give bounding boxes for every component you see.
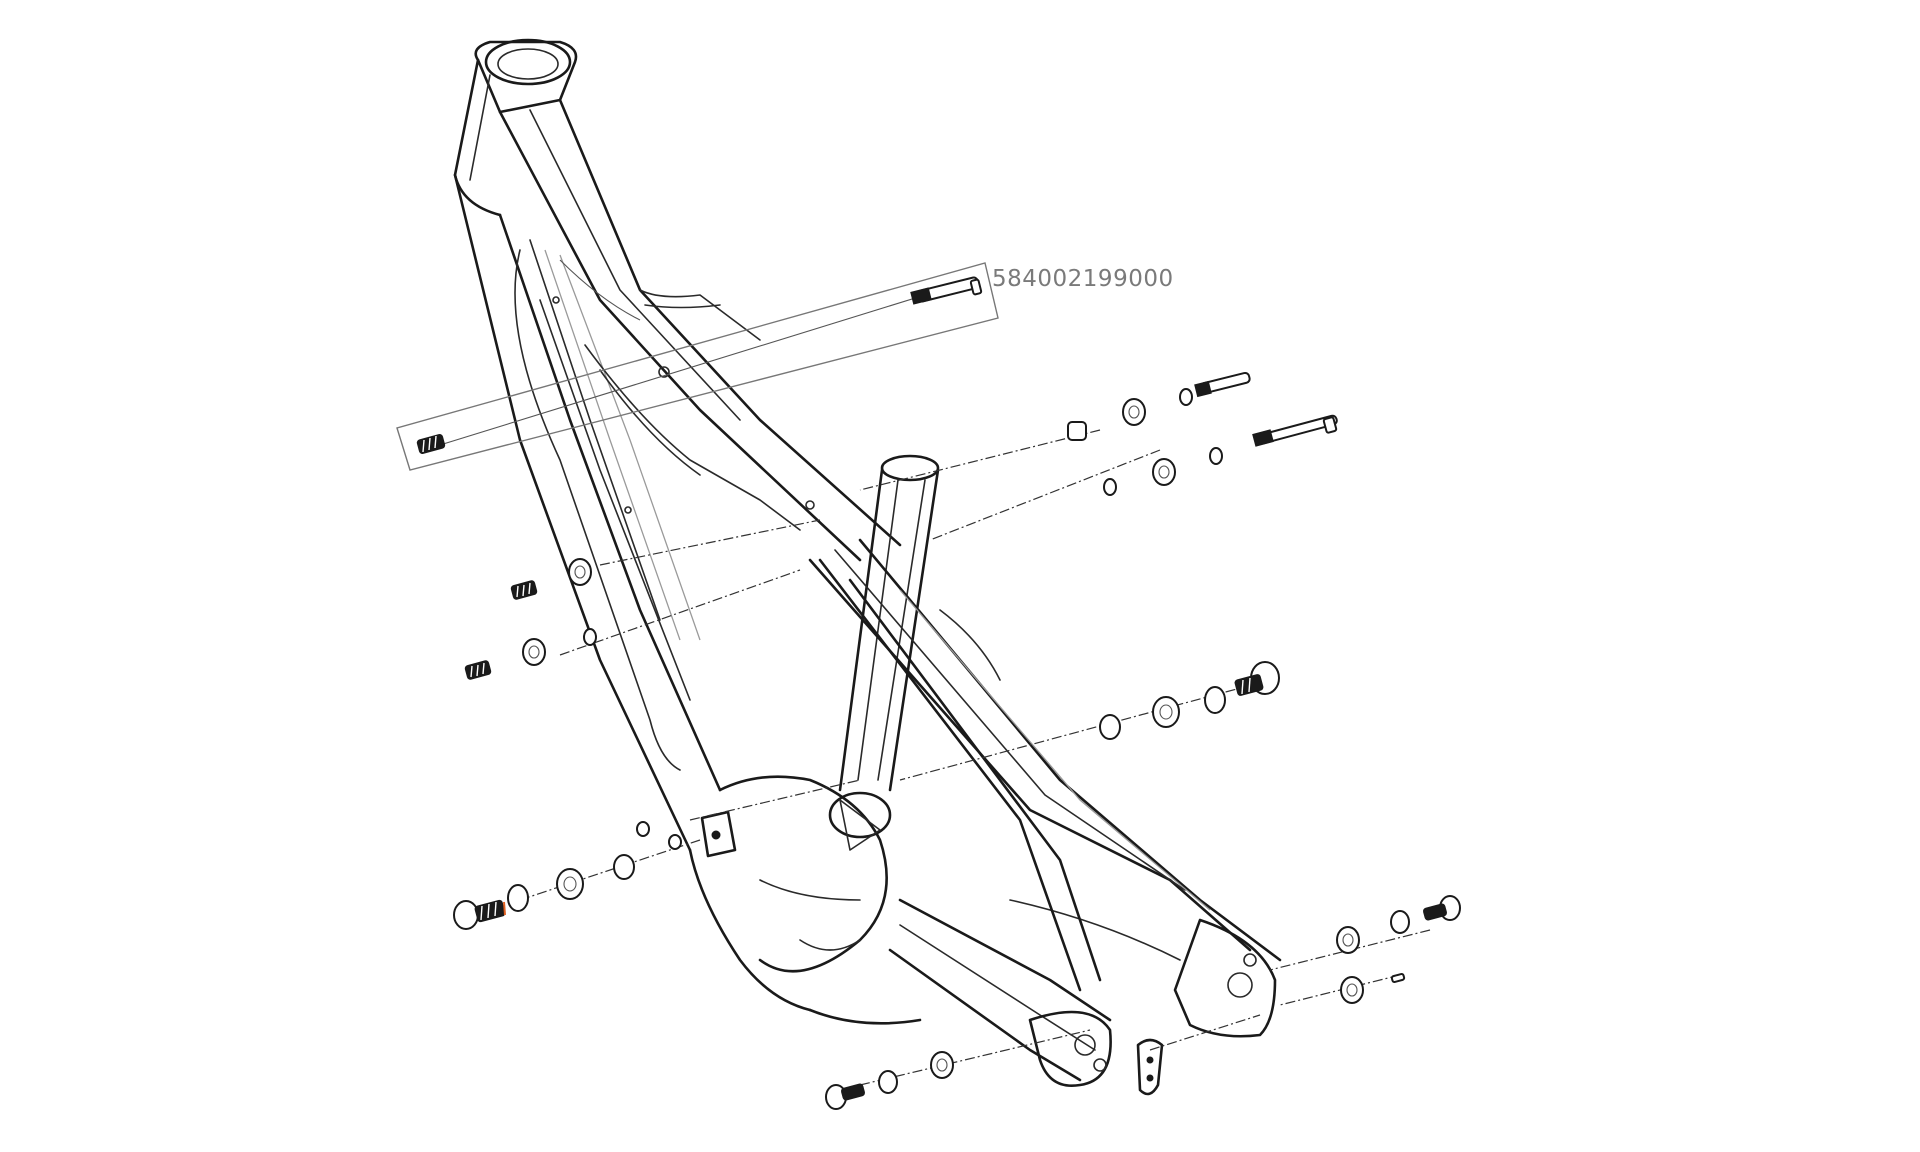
left-bearing-2 [522,638,546,666]
derailleur-hanger [1136,1038,1164,1096]
part-number-label: 584002199000 [992,266,1174,292]
upper-right-spacer [1067,421,1087,441]
rear-dropout-right [1173,918,1277,1038]
rear-left-bolt [825,1083,866,1110]
lower-pivot-circlip [507,884,529,912]
left-washer-2 [583,628,597,646]
long-axle-washer [1209,447,1223,465]
highlighted-axle-bolt [910,276,983,305]
upper-right-bolt [1194,371,1251,398]
main-pivot-spacer [1099,714,1121,740]
frame-web [552,259,815,531]
lower-pivot-bearing [556,868,584,900]
swingarm [700,538,1282,1096]
rear-right-bearing [1336,926,1360,954]
bottom-bracket [688,775,922,1025]
top-tube [498,98,902,562]
left-bearing-1 [568,558,592,586]
head-tube [453,38,578,217]
exploded-axes [519,429,1431,1086]
down-tube [453,173,722,852]
rear-right-circlip [1390,910,1410,934]
rear-left-bearing [930,1051,954,1079]
left-thread-insert-1 [510,580,538,600]
hardware [416,276,1461,1110]
seat-tube [838,454,940,792]
rear-dropout-left [1028,1010,1112,1088]
lower-pivot-spacer [613,854,635,880]
rear-right-thru-nut [1340,972,1406,1004]
pivot-plate [700,810,737,858]
long-pivot-axle [1252,414,1338,447]
lower-left-nut-1 [636,821,650,837]
main-pivot-circlip [1204,686,1226,714]
long-axle-spacer [1103,478,1117,496]
highlighted-thread-insert [416,434,446,454]
lower-left-nut-2 [668,834,682,850]
rear-right-bolt [1422,895,1461,921]
main-pivot-bearing [1152,696,1180,728]
upper-right-washer [1179,388,1193,406]
part-highlight-box [396,262,999,471]
lower-pivot-bolt [453,899,506,930]
long-axle-bearing [1152,458,1176,486]
rear-left-circlip [878,1070,898,1094]
left-thread-insert-2 [464,660,492,680]
main-pivot-bolt [1234,661,1280,696]
upper-right-bearing [1122,398,1146,426]
main-frame [453,38,940,1025]
